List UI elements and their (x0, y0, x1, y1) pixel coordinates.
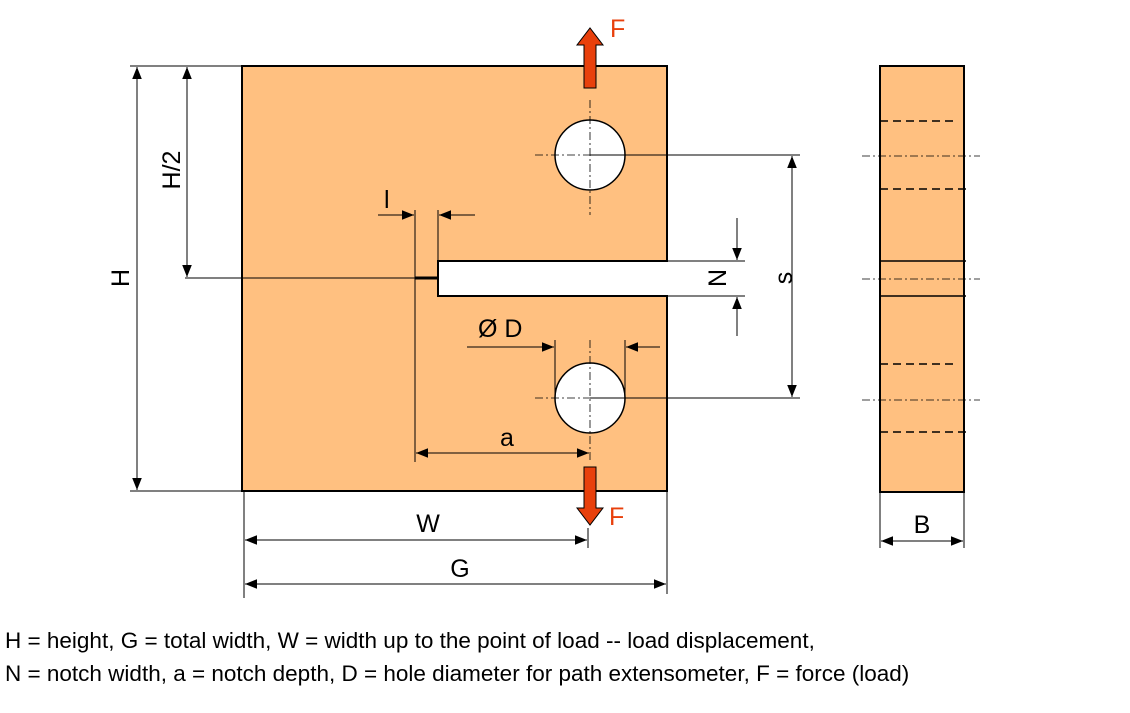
force-label-top: F (610, 15, 625, 43)
notch-depth-label: a (500, 424, 514, 452)
specimen-side-view (862, 65, 980, 548)
force-arrow-bottom (575, 466, 605, 526)
notch-width-label: N (704, 269, 732, 287)
force-arrow-top (575, 27, 605, 89)
caption-line-2: N = notch width, a = notch depth, D = ho… (5, 661, 910, 686)
notch-tip-label: l (384, 186, 390, 214)
caption-line-1: H = height, G = total width, W = width u… (5, 628, 815, 653)
total-width-label: G (450, 555, 469, 583)
height-label: H (107, 269, 135, 287)
hole-spacing-label: s (770, 272, 798, 285)
force-label-bottom: F (609, 503, 624, 531)
hole-diameter-label: Ø D (478, 315, 522, 343)
width-label: W (416, 510, 440, 538)
thickness-label: B (914, 511, 931, 539)
half-height-label: H/2 (158, 151, 186, 190)
